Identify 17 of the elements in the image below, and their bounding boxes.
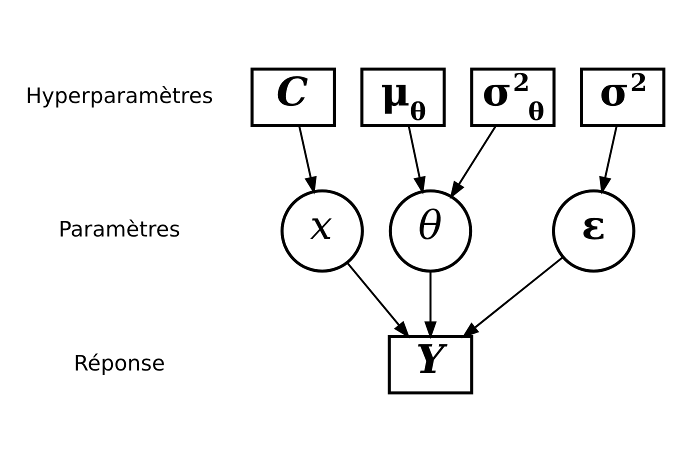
node-box: μ$_{θ}$ xyxy=(360,68,446,128)
node-circle: ε xyxy=(552,189,636,273)
node-circle: x xyxy=(280,189,364,273)
arrow xyxy=(408,126,426,194)
node-box: σ$^{2}$ xyxy=(580,68,666,128)
arrow xyxy=(298,126,317,194)
arrow xyxy=(450,125,497,199)
node-circle: θ xyxy=(388,189,472,273)
label: Hyperparamètres xyxy=(26,84,214,109)
label: Paramètres xyxy=(58,218,180,243)
arrow xyxy=(424,271,437,340)
node-box: Y xyxy=(388,334,474,394)
arrow xyxy=(346,262,410,338)
node-box: C xyxy=(250,68,336,128)
arrow xyxy=(599,126,618,194)
arrow xyxy=(462,256,564,338)
label: Réponse xyxy=(74,351,166,376)
